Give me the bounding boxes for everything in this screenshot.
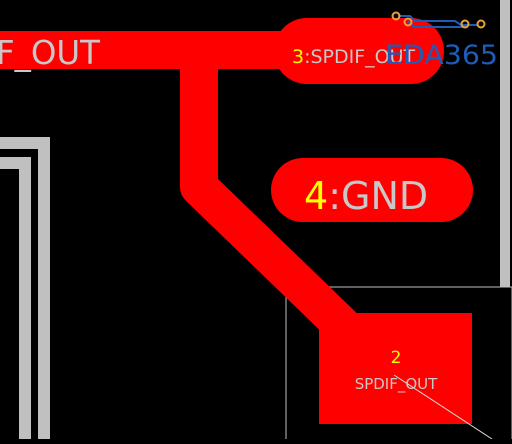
pad-4-net-name: GND <box>341 174 428 218</box>
pad-2-net-name: SPDIF_OUT <box>355 375 438 394</box>
pad-4-separator: : <box>328 174 341 218</box>
pad-3[interactable] <box>274 18 444 84</box>
pad-3-separator: : <box>304 46 310 68</box>
copper-trace-diagonal <box>180 69 394 376</box>
pad-4[interactable] <box>271 158 473 222</box>
pad-2[interactable] <box>319 313 472 424</box>
watermark-text: EDA365 <box>385 40 498 71</box>
copper-trace-horizontal <box>0 31 310 69</box>
silkscreen-component-outline-left <box>0 137 50 439</box>
pad-4-number: 4 <box>304 174 328 218</box>
circuit-trace-logo-icon <box>391 11 486 29</box>
pad-3-label: 3:SPDIF_OUT <box>292 46 416 68</box>
net-label-left: F_OUT <box>0 33 101 72</box>
silkscreen-component-outline-right <box>285 286 512 444</box>
pad-2-number: 2 <box>391 348 402 368</box>
silkscreen-diagonal-line <box>393 374 493 440</box>
pad-3-number: 3 <box>292 46 304 68</box>
pad-4-label: 4:GND <box>304 174 428 218</box>
pad-3-net-name: SPDIF_OUT <box>311 46 416 68</box>
